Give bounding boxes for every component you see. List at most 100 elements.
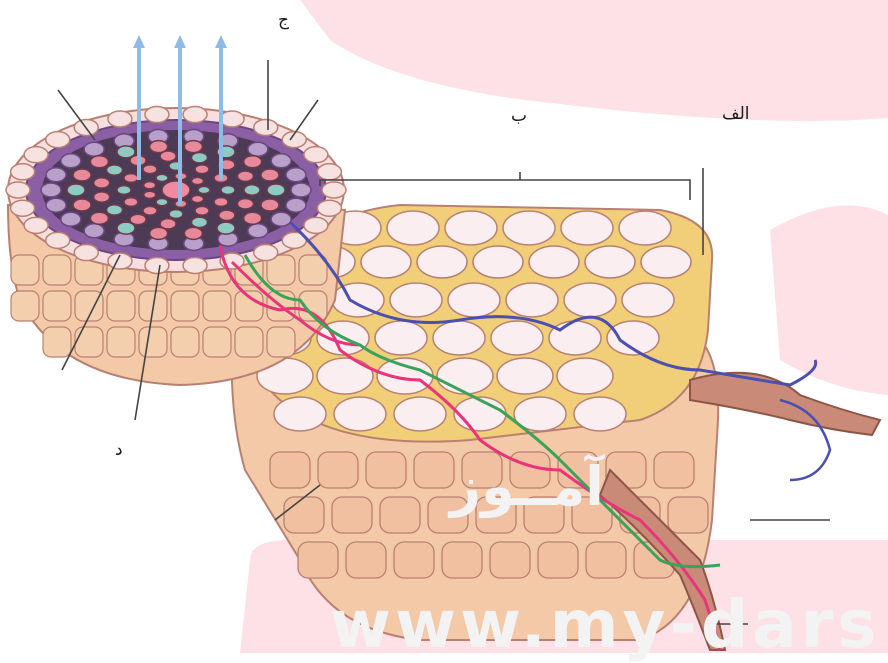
- cortex-side-cell: [586, 542, 626, 578]
- cortex-cell: [375, 321, 427, 355]
- vascular-cell: [73, 169, 91, 181]
- vascular-cell: [191, 217, 207, 227]
- label-c: ج: [278, 10, 289, 30]
- epidermis-cell: [11, 164, 35, 180]
- cortex-cell: [317, 358, 373, 394]
- epidermis-cell: [74, 245, 98, 261]
- cortex-cell: [497, 358, 553, 394]
- endodermis-cell: [286, 168, 306, 182]
- epidermis-cell: [46, 232, 70, 248]
- stele-side-cell: [43, 255, 71, 285]
- epidermis-cell: [6, 182, 30, 198]
- cortex-cell: [394, 397, 446, 431]
- vascular-cell: [73, 199, 91, 211]
- epidermis-cell: [317, 164, 341, 180]
- vascular-cell: [237, 171, 253, 181]
- epidermis-cell: [183, 257, 207, 273]
- stele-side-cell: [107, 291, 135, 321]
- watermark-top-blob: [300, 0, 888, 121]
- endodermis-cell: [291, 183, 311, 197]
- vascular-cell: [130, 214, 146, 224]
- cortex-side-cell: [668, 497, 708, 533]
- stele-side-cell: [171, 291, 199, 321]
- endodermis-cell: [286, 198, 306, 212]
- cortex-cell: [334, 397, 386, 431]
- vascular-cell: [94, 192, 110, 202]
- stele-cylinder: [6, 107, 346, 385]
- vascular-cell: [198, 186, 210, 193]
- cortex-cell: [549, 321, 601, 355]
- stele-side-cell: [267, 327, 295, 357]
- cortex-cell: [503, 211, 555, 245]
- cortex-cell: [622, 283, 674, 317]
- cortex-cell: [387, 211, 439, 245]
- stele-side-cell: [107, 327, 135, 357]
- endodermis-cell: [84, 224, 104, 238]
- endodermis-cell: [271, 154, 291, 168]
- epidermis-cell: [322, 182, 346, 198]
- vascular-cell: [267, 184, 285, 196]
- cortex-side-cell: [538, 542, 578, 578]
- cortex-cell: [361, 246, 411, 278]
- endodermis-cell: [248, 224, 268, 238]
- epidermis-cell: [24, 217, 48, 233]
- vascular-cell: [244, 156, 262, 168]
- cortex-cell: [506, 283, 558, 317]
- cortex-side-cell: [654, 452, 694, 488]
- epidermis-cell: [304, 217, 328, 233]
- cortex-cell: [561, 211, 613, 245]
- cortex-side-cell: [414, 452, 454, 488]
- vascular-cell: [67, 184, 85, 196]
- vascular-cell: [184, 227, 202, 239]
- cortex-cell: [377, 358, 433, 394]
- endodermis-cell: [61, 154, 81, 168]
- cortex-cell: [473, 246, 523, 278]
- cortex-cell: [448, 283, 500, 317]
- vascular-cell: [261, 199, 279, 211]
- endodermis-cell: [41, 183, 61, 197]
- epidermis-cell: [317, 200, 341, 216]
- vascular-cell: [94, 178, 110, 188]
- bracket-b: [320, 172, 690, 200]
- vascular-cell: [184, 141, 202, 153]
- cortex-cell: [274, 397, 326, 431]
- stele-side-cell: [11, 291, 39, 321]
- vascular-cell: [143, 165, 157, 174]
- stele-side-cell: [235, 327, 263, 357]
- cortex-cell: [585, 246, 635, 278]
- vascular-cell: [107, 205, 123, 215]
- vascular-cell: [117, 186, 131, 195]
- stele-side-cell: [11, 255, 39, 285]
- stele-side-cell: [203, 291, 231, 321]
- epidermis-cell: [220, 111, 244, 127]
- epidermis-cell: [145, 107, 169, 123]
- vascular-cell: [244, 185, 260, 195]
- cortex-cell: [529, 246, 579, 278]
- vascular-cell: [244, 212, 262, 224]
- stele-side-cell: [203, 327, 231, 357]
- watermark-brand: آمــوز: [450, 455, 604, 518]
- vascular-cell: [195, 206, 209, 215]
- watermark-url: www.my-dars: [330, 586, 881, 663]
- stele-side-cell: [43, 327, 71, 357]
- vascular-cell: [191, 177, 203, 184]
- vascular-cell: [156, 174, 168, 181]
- endodermis-cell: [248, 142, 268, 156]
- cortex-cell: [390, 283, 442, 317]
- stele-side-cell: [75, 327, 103, 357]
- vascular-cell: [90, 156, 108, 168]
- vascular-cell: [195, 165, 209, 174]
- cortex-cell: [437, 358, 493, 394]
- vascular-cell: [169, 210, 183, 219]
- cortex-side-cell: [270, 452, 310, 488]
- stele-side-cell: [139, 327, 167, 357]
- vascular-cell: [191, 152, 207, 162]
- vascular-cell: [156, 199, 168, 206]
- cortex-cell: [641, 246, 691, 278]
- epidermis-cell: [254, 119, 278, 135]
- epidermis-cell: [304, 147, 328, 163]
- vascular-cell: [217, 222, 235, 234]
- label-a: الف: [722, 104, 750, 124]
